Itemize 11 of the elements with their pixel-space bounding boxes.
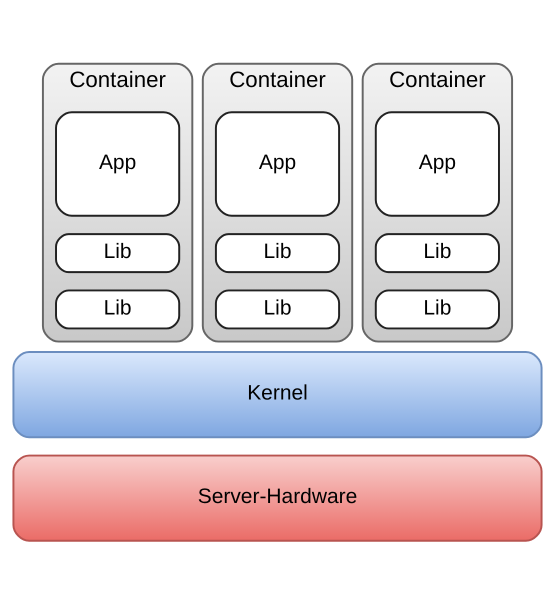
node-box: Server-Hardware [12,454,543,542]
node-box: App [55,110,180,216]
node-box: Lib [55,232,180,273]
node-box: Lib [374,232,500,273]
node-box: Kernel [12,350,543,438]
node-box: Lib [55,288,180,329]
node-box: Lib [374,288,500,329]
node-box: Lib [214,288,340,329]
node-box: App [214,110,340,216]
node-box: Lib [214,232,340,273]
node-box: App [374,110,500,216]
